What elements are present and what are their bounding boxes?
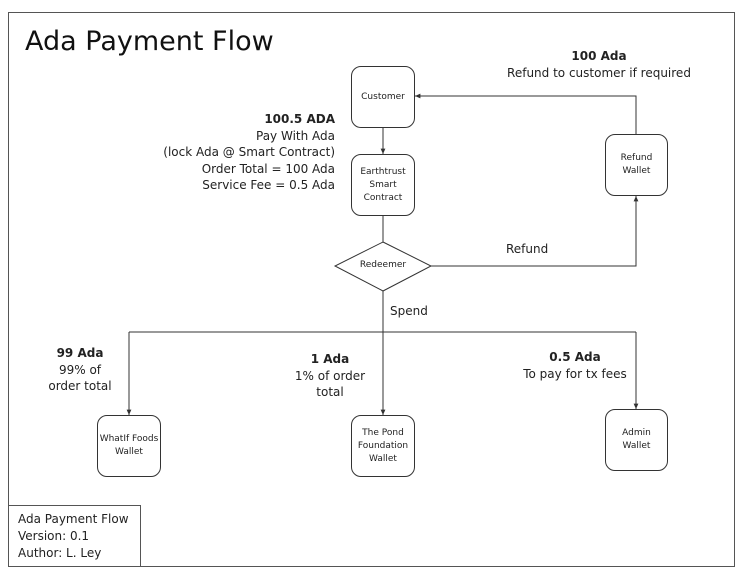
annotation-pond-line: 1% of order (294, 368, 366, 383)
edge-refund-wallet-to-customer (415, 93, 637, 134)
annotation-refund-heading: 100 Ada (571, 49, 627, 63)
annotation-admin-line: To pay for tx fees (523, 366, 627, 381)
edge-label-spend: Spend (390, 304, 428, 318)
annotation-pond-line: total (316, 385, 344, 399)
annotation-pond: 1 Ada 1% of order total (280, 351, 380, 401)
edge-redeemer-to-refund-wallet (431, 196, 639, 267)
annotation-refund-line: Refund to customer if required (507, 65, 691, 80)
redeemer-diamond (333, 241, 433, 292)
node-smart-contract: Earthtrust Smart Contract (351, 154, 415, 216)
node-refund-wallet: Refund Wallet (605, 134, 668, 196)
info-version: Version: 0.1 (18, 529, 90, 543)
annotation-whatif-heading: 99 Ada (56, 346, 104, 360)
edge-label-refund: Refund (506, 242, 549, 256)
annotation-pond-heading: 1 Ada (310, 352, 350, 366)
info-author: Author: L. Ley (18, 546, 102, 560)
node-admin-wallet: Admin Wallet (605, 409, 668, 471)
info-title: Ada Payment Flow (18, 512, 129, 526)
annotation-pay-line: Pay With Ada (256, 128, 335, 143)
diagram-frame (8, 12, 735, 567)
annotation-admin: 0.5 Ada To pay for tx fees (505, 349, 645, 382)
annotation-pay-heading: 100.5 ADA (264, 112, 335, 126)
annotation-whatif: 99 Ada 99% of order total (30, 345, 130, 395)
node-pond-wallet: The Pond Foundation Wallet (351, 415, 415, 477)
annotation-pay-line: (lock Ada @ Smart Contract) (163, 145, 335, 159)
node-redeemer-label: Redeemer (359, 260, 407, 270)
diagram-title: Ada Payment Flow (25, 26, 274, 57)
annotation-pay: 100.5 ADA Pay With Ada (lock Ada @ Smart… (163, 111, 335, 194)
annotation-whatif-line: order total (48, 379, 112, 393)
annotation-whatif-line: 99% of (58, 362, 102, 377)
annotation-admin-heading: 0.5 Ada (549, 350, 601, 364)
node-whatif-wallet: WhatIf Foods Wallet (97, 415, 161, 477)
annotation-refund: 100 Ada Refund to customer if required (499, 48, 699, 81)
info-box: Ada Payment Flow Version: 0.1 Author: L.… (8, 505, 141, 567)
node-customer: Customer (351, 66, 415, 128)
annotation-pay-line: Order Total = 100 Ada (201, 161, 335, 176)
annotation-pay-line: Service Fee = 0.5 Ada (202, 178, 335, 192)
